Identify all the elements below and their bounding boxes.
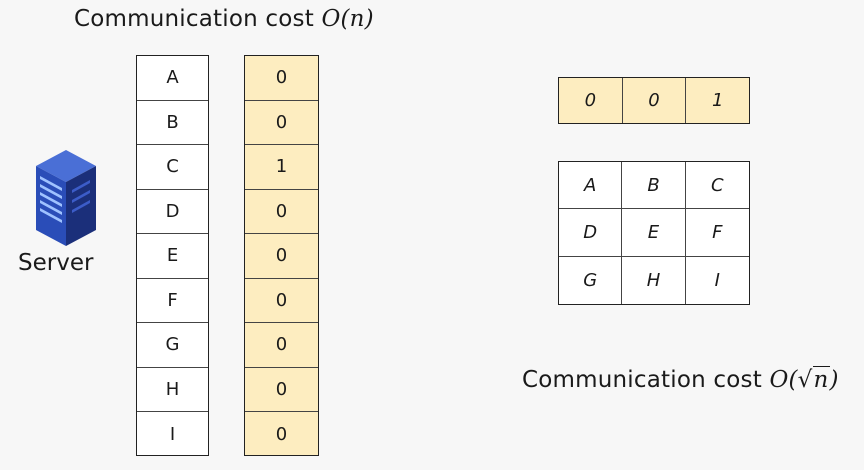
title-text: Communication cost	[522, 367, 762, 393]
database-bit-cell: 0	[245, 323, 318, 368]
grid-cell: B	[622, 162, 686, 210]
database-bit-cell: 1	[245, 145, 318, 190]
grid-cell: C	[685, 162, 749, 210]
database-label-cell: B	[137, 101, 208, 145]
title-text: Communication cost	[74, 6, 314, 32]
grid-cell: F	[685, 209, 749, 257]
grid-cell: I	[714, 269, 720, 291]
database-label-cell: H	[137, 368, 208, 412]
database-label-cell: I	[169, 423, 176, 445]
database-label-cell: D	[137, 190, 208, 234]
database-bit-cell: 0	[245, 56, 318, 101]
title-math: O(√n)	[769, 366, 839, 393]
database-bit-cell: 0	[245, 190, 318, 234]
database-label-cell: E	[137, 234, 208, 279]
database-label-cell: A	[137, 56, 208, 101]
grid-cell: D	[559, 209, 623, 257]
query-bit-cell: 0	[559, 78, 623, 123]
server-icon	[36, 150, 96, 246]
database-bit-cell: 0	[275, 423, 288, 445]
database-label-cell: C	[137, 145, 208, 190]
grid-cell: E	[622, 209, 686, 257]
database-label-cell: G	[137, 323, 208, 368]
database-bit-cell: 0	[245, 234, 318, 279]
query-bit-cell: 1	[711, 90, 724, 111]
server-label: Server	[18, 250, 94, 276]
database-bit-cell: 0	[245, 368, 318, 412]
title-communication-cost-linear: Communication cost O(n)	[74, 6, 374, 32]
title-communication-cost-sqrt: Communication cost O(√n)	[522, 366, 839, 393]
grid-cell: H	[622, 256, 686, 304]
title-math: O(n)	[321, 6, 374, 32]
query-bit-cell: 0	[623, 78, 687, 123]
grid-cell: G	[559, 256, 623, 304]
database-bit-cell: 0	[245, 101, 318, 145]
database-bit-cell: 0	[245, 279, 318, 323]
grid-cell: A	[559, 162, 623, 210]
database-label-cell: F	[137, 279, 208, 323]
